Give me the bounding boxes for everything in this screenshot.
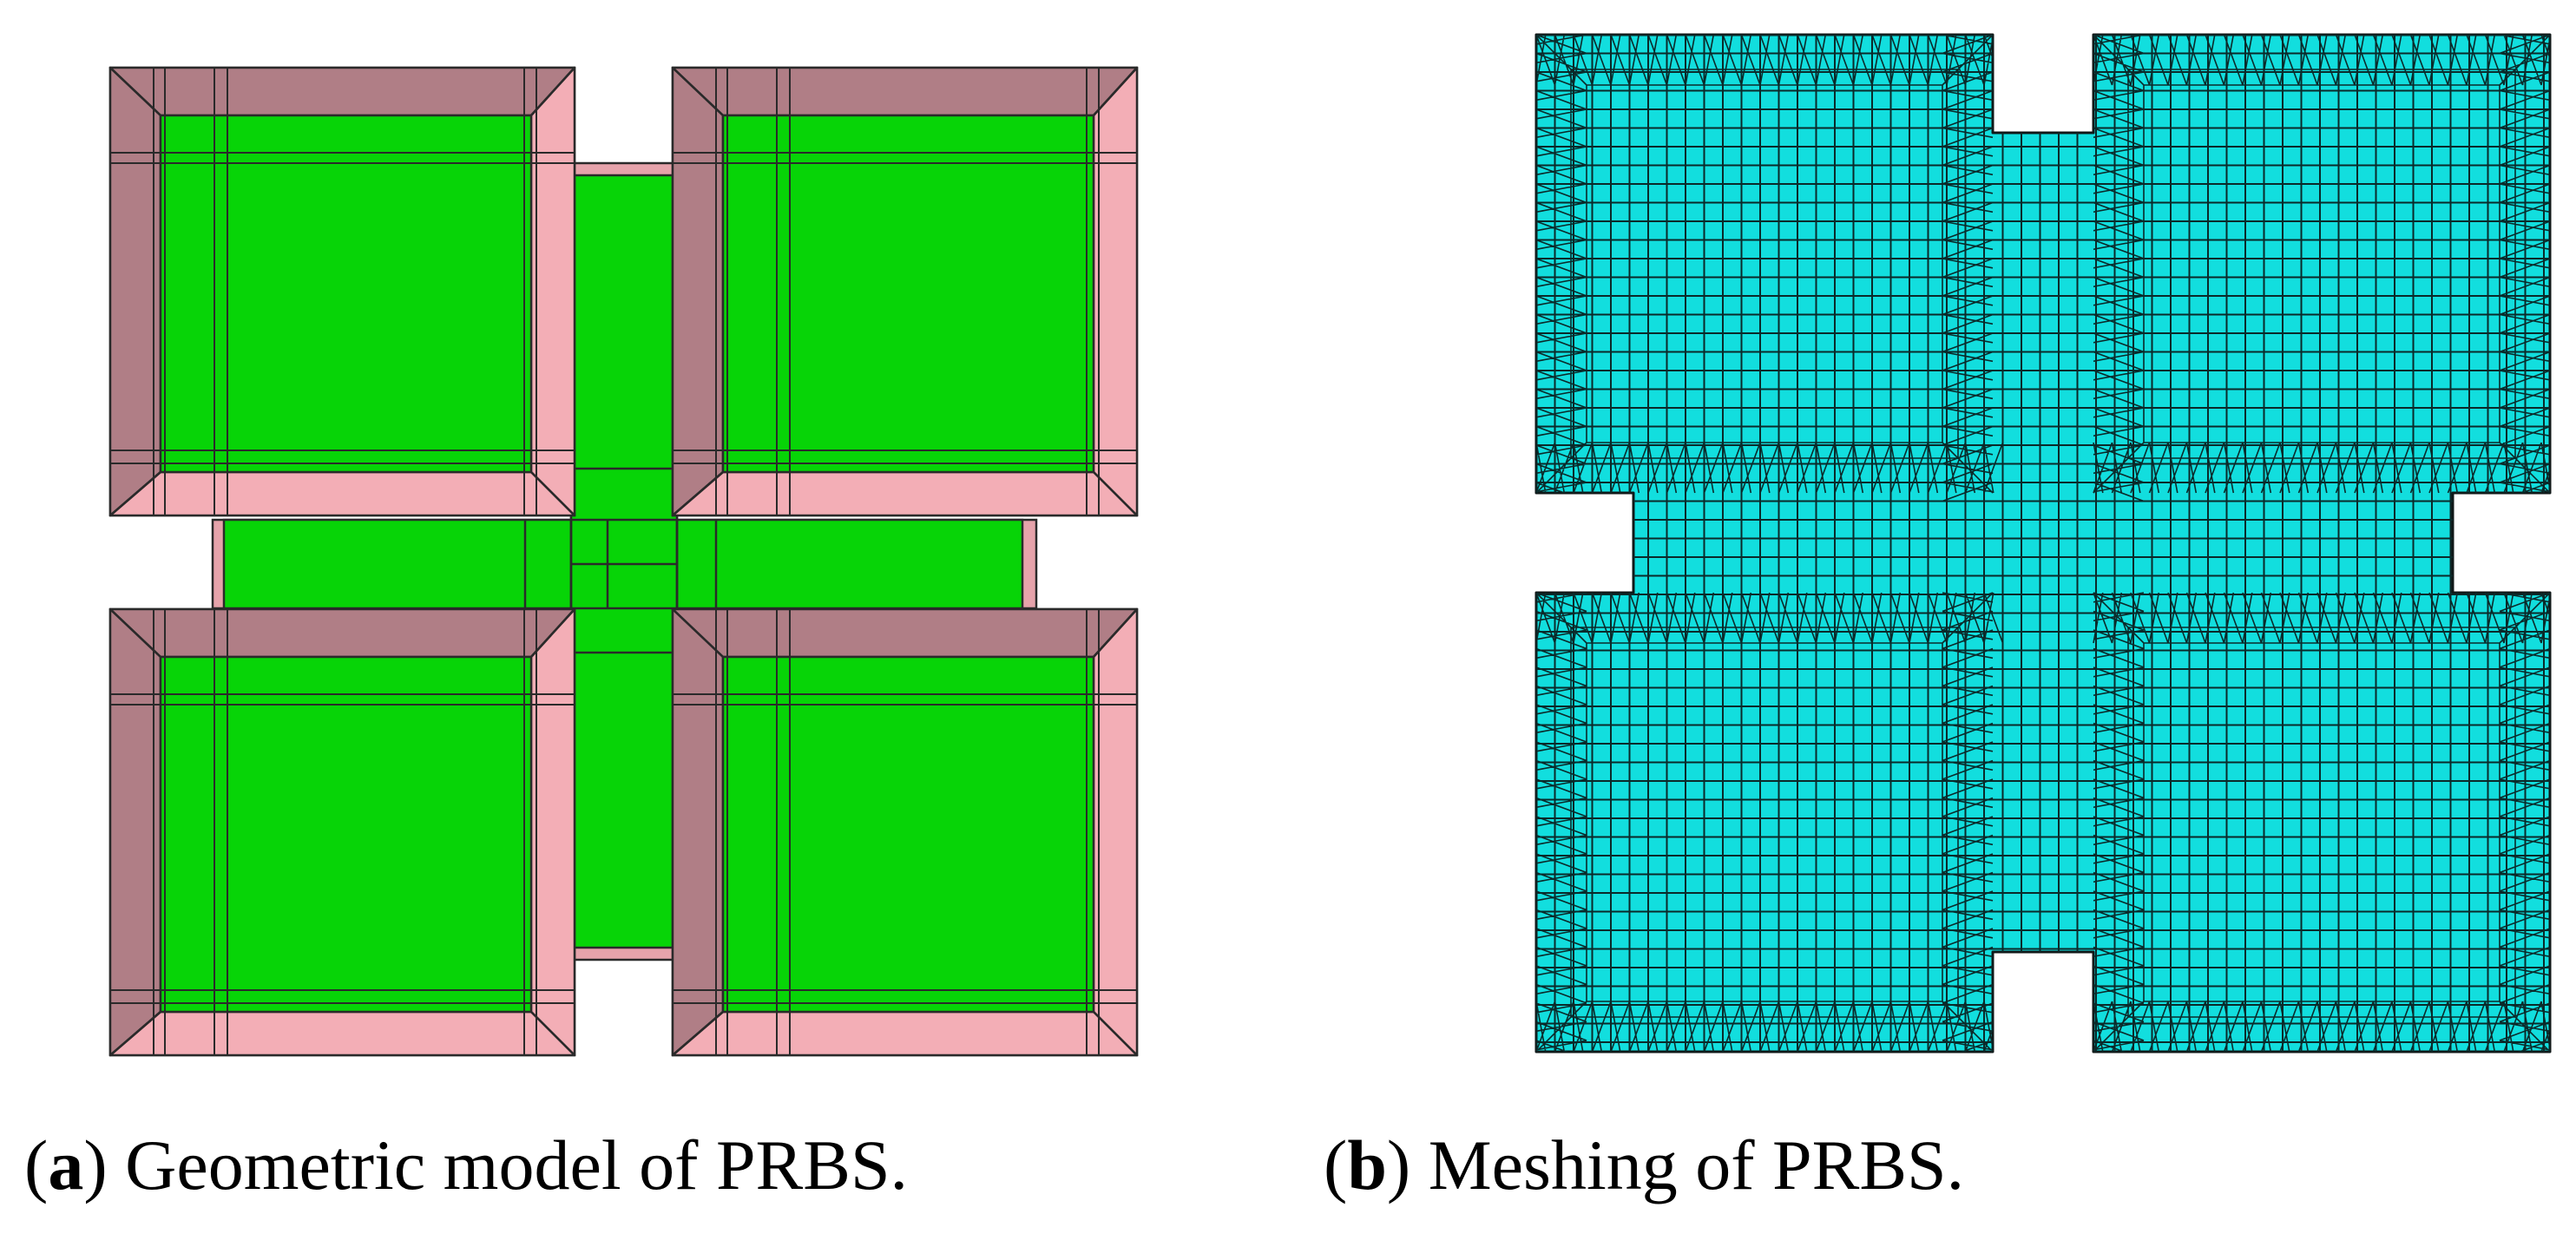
- box-tr-corner-sw: [672, 471, 724, 516]
- box-tl-floor: [159, 114, 533, 474]
- caption-b: (b) Meshing of PRBS.: [1324, 1126, 1965, 1204]
- mesh-lines: [1536, 35, 2550, 1052]
- box-br-corner-sw: [672, 1011, 724, 1056]
- box-br-corner-ne: [1093, 608, 1138, 658]
- box-tr-corner-nw: [672, 67, 724, 116]
- box-tr-corner-ne: [1093, 67, 1138, 116]
- mesh-grid: [1536, 35, 2550, 1052]
- box-br-corner-nw: [672, 608, 724, 658]
- box-tr-corner-se: [1093, 471, 1138, 516]
- box-bl-floor: [159, 655, 533, 1014]
- box-tl-corner-se: [530, 471, 575, 516]
- box-bl-corner-nw: [109, 608, 161, 658]
- box-tl-corner-nw: [109, 67, 161, 116]
- caption-b-text: Meshing of PRBS.: [1428, 1126, 1965, 1204]
- caption-b-letter: b: [1347, 1126, 1387, 1204]
- box-bl-corner-ne: [530, 608, 575, 658]
- mesh-domain: [1534, 33, 2552, 1053]
- box-tl-corner-sw: [109, 471, 161, 516]
- cross-channel-floor-vertical: [569, 174, 679, 949]
- box-tl-corner-ne: [530, 67, 575, 116]
- mesh-wall-band-br: [2093, 592, 2550, 1052]
- caption-a-text: Geometric model of PRBS.: [125, 1126, 909, 1204]
- mesh-wall-band-bl: [1536, 592, 2004, 1052]
- caption-a-letter: a: [48, 1126, 84, 1204]
- caption-a: (a) Geometric model of PRBS.: [24, 1126, 909, 1204]
- box-br-floor: [721, 655, 1095, 1014]
- box-bl-corner-se: [530, 1011, 575, 1056]
- box-tr-floor: [721, 114, 1095, 474]
- mesh-wall-band-tl: [1536, 35, 2004, 502]
- box-br-corner-se: [1093, 1011, 1138, 1056]
- mesh-wall-band-tr: [2093, 35, 2550, 502]
- box-bl-corner-sw: [109, 1011, 161, 1056]
